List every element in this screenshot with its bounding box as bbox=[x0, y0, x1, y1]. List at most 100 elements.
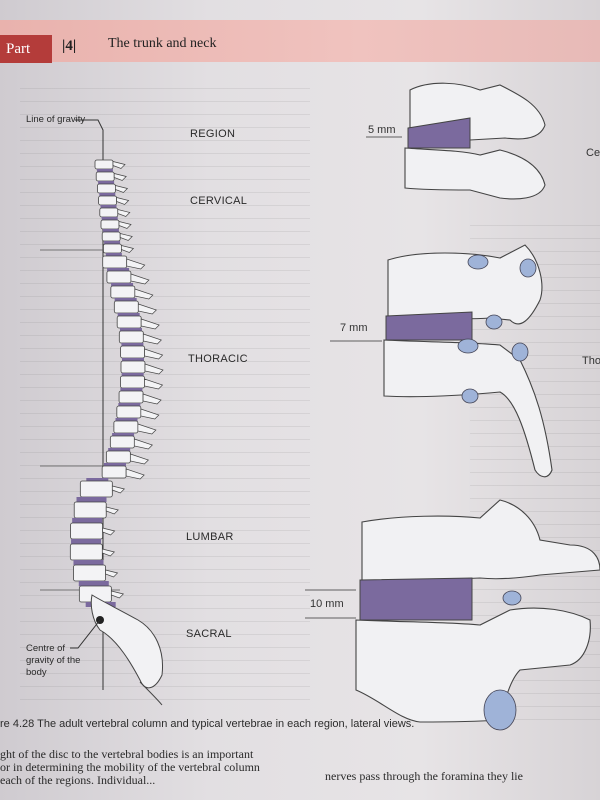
spinous-process bbox=[142, 333, 162, 345]
spinous-process bbox=[116, 197, 130, 205]
vertebral-body bbox=[113, 420, 139, 434]
chapter-header-band bbox=[0, 20, 600, 62]
intervertebral-disc bbox=[102, 229, 119, 232]
vertebral-body bbox=[79, 480, 113, 498]
intervertebral-disc bbox=[108, 448, 131, 451]
spinous-process bbox=[140, 318, 160, 330]
spinous-process bbox=[121, 245, 135, 253]
intervertebral-disc bbox=[121, 358, 144, 361]
vertebral-body bbox=[97, 183, 116, 194]
vertebral-body bbox=[113, 300, 139, 314]
body-line: each of the regions. Individual... bbox=[0, 773, 156, 787]
spinous-process bbox=[117, 209, 131, 217]
spinous-process bbox=[142, 393, 162, 405]
intervertebral-disc bbox=[78, 581, 109, 586]
vertebral-column bbox=[69, 159, 164, 607]
intervertebral-disc bbox=[86, 478, 109, 481]
intervertebral-disc bbox=[96, 169, 113, 172]
intervertebral-disc bbox=[114, 298, 137, 301]
sacrum bbox=[90, 594, 164, 689]
disc-label-thoracic: 7 mm bbox=[340, 322, 368, 334]
spinous-process bbox=[111, 590, 125, 599]
spinous-process bbox=[144, 363, 164, 375]
bleed-through-text bbox=[20, 80, 310, 700]
spinous-process bbox=[140, 408, 160, 420]
vertebral-body bbox=[70, 522, 103, 540]
spinous-process bbox=[126, 258, 146, 270]
disc-label-cervical: 5 mm bbox=[368, 124, 396, 136]
spinous-process bbox=[144, 378, 164, 390]
spinous-process bbox=[133, 438, 153, 450]
intervertebral-disc bbox=[115, 418, 138, 421]
spinous-process bbox=[137, 303, 157, 315]
body-line: or in determining the mobility of the ve… bbox=[0, 760, 260, 774]
spinous-process bbox=[137, 423, 157, 435]
intervertebral-disc bbox=[76, 497, 107, 502]
intervertebral-disc bbox=[121, 343, 144, 346]
vertebral-body bbox=[73, 501, 107, 519]
vertebral-body bbox=[118, 390, 144, 404]
intervertebral-disc bbox=[121, 373, 144, 376]
spinous-process bbox=[101, 548, 116, 557]
cervical-vertebra bbox=[404, 82, 546, 200]
vertebral-body bbox=[118, 330, 144, 344]
vertebral-body bbox=[109, 435, 135, 449]
figure-caption: re 4.28 The adult vertebral column and t… bbox=[0, 718, 415, 730]
vertebral-body bbox=[100, 219, 120, 230]
vertebral-body bbox=[98, 195, 117, 206]
gravity-leader bbox=[75, 119, 104, 150]
disc-label-lumbar: 10 mm bbox=[310, 598, 344, 610]
spinous-process bbox=[105, 569, 119, 578]
spinous-process bbox=[118, 221, 132, 229]
intervertebral-disc bbox=[100, 205, 117, 208]
spinous-process bbox=[102, 527, 116, 536]
intervertebral-disc bbox=[120, 388, 143, 391]
spinous-process bbox=[113, 173, 127, 181]
intervertebral-disc bbox=[111, 283, 134, 286]
part-number-value: 4 bbox=[65, 38, 73, 54]
vertebral-body bbox=[120, 360, 146, 374]
coccyx bbox=[139, 681, 163, 706]
vertebral-body bbox=[73, 564, 106, 582]
spinous-process bbox=[130, 453, 150, 465]
region-label-lumbar: LUMBAR bbox=[186, 531, 234, 543]
line-of-gravity-label: Line of gravity bbox=[26, 114, 86, 125]
centre-of-gravity-label: Centre of gravity of the body bbox=[26, 643, 81, 678]
spinous-process bbox=[115, 185, 129, 193]
intervertebral-disc bbox=[71, 539, 102, 544]
spinous-process bbox=[134, 288, 154, 300]
spinous-process bbox=[111, 485, 126, 494]
body-line: ght of the disc to the vertebral bodies … bbox=[0, 747, 254, 761]
vertebral-body bbox=[101, 231, 121, 242]
intervertebral-disc bbox=[73, 560, 104, 565]
spinous-process bbox=[125, 468, 145, 480]
vertebral-body bbox=[94, 159, 114, 170]
spinous-process bbox=[119, 233, 133, 241]
vertebral-body bbox=[102, 255, 128, 269]
vertebral-body bbox=[116, 405, 142, 419]
intervertebral-disc bbox=[101, 217, 118, 220]
intervertebral-disc bbox=[112, 433, 135, 436]
vertebral-body bbox=[103, 243, 122, 254]
spinous-process bbox=[144, 348, 164, 360]
side-label-cervical: Ce bbox=[586, 147, 600, 159]
region-label-cervical: CERVICAL bbox=[190, 195, 248, 207]
intervertebral-disc bbox=[117, 313, 140, 316]
vertebral-body bbox=[69, 543, 103, 561]
intervertebral-disc bbox=[104, 241, 121, 244]
side-label-thoracic: Tho bbox=[582, 355, 600, 367]
intervertebral-disc bbox=[107, 268, 130, 271]
intervertebral-disc bbox=[99, 193, 116, 196]
part-badge: Part bbox=[0, 35, 52, 63]
vertebral-body bbox=[95, 171, 115, 182]
intervertebral-disc bbox=[72, 518, 103, 523]
vertebral-body bbox=[105, 450, 131, 464]
chapter-title: The trunk and neck bbox=[108, 36, 217, 51]
intervertebral-disc bbox=[105, 253, 122, 256]
vertebral-body bbox=[106, 270, 132, 284]
region-label-sacral: SACRAL bbox=[186, 628, 232, 640]
region-label-thoracic: THORACIC bbox=[188, 353, 248, 365]
body-text-left: ght of the disc to the vertebral bodies … bbox=[0, 748, 310, 787]
